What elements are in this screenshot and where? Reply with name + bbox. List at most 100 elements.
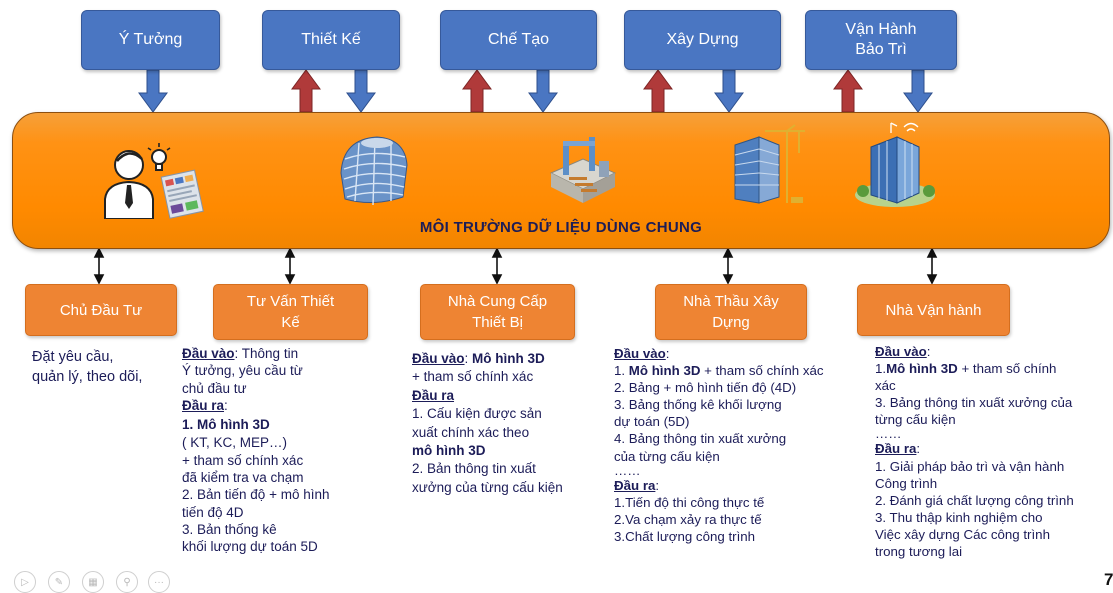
contractor-line: của từng cấu kiện bbox=[614, 448, 720, 464]
input-heading: Đầu vào bbox=[412, 351, 465, 366]
down-arrow-thiet-ke bbox=[346, 69, 376, 113]
consultant-line: đã kiểm tra va chạm bbox=[182, 470, 304, 486]
operator-bold: Mô hình 3D bbox=[886, 361, 958, 377]
pen-icon[interactable]: ✎ bbox=[48, 571, 70, 593]
supplier-line: + tham số chính xác bbox=[412, 369, 534, 385]
operator-line: từng cấu kiện bbox=[875, 412, 956, 428]
phase-construction-label: Xây Dựng bbox=[666, 31, 739, 48]
input-heading: Đầu vào bbox=[182, 346, 235, 361]
operator-output-line: Đầu ra: bbox=[875, 440, 1074, 457]
contractor-line: 4. Bảng thông tin xuất xưởng bbox=[614, 431, 787, 447]
output-heading: Đầu ra bbox=[182, 397, 225, 413]
band-title: MÔI TRƯỜNG DỮ LIỆU DÙNG CHUNG bbox=[419, 219, 703, 236]
supplier-line: xuất chính xác theo bbox=[412, 424, 530, 440]
double-arrow-contractor bbox=[722, 247, 734, 285]
contractor-line: 1. Mô hình 3D + tham số chính xác bbox=[614, 362, 824, 379]
phase-fabrication: Chế Tạo bbox=[440, 10, 597, 70]
up-arrow-van-hanh bbox=[833, 69, 863, 113]
operator-description: Đầu vào: 1.Mô hình 3D + tham số chính xá… bbox=[875, 343, 1074, 560]
output-colon: : bbox=[916, 441, 921, 457]
supplier-line: mô hình 3D bbox=[412, 443, 486, 459]
contractor-input-line: Đầu vào: bbox=[614, 345, 824, 362]
contractor-line: 3.Chất lượng công trình bbox=[614, 528, 756, 544]
owner-line: Đặt yêu cầu, bbox=[32, 349, 114, 365]
operator-line: Việc xây dựng Các công trình bbox=[875, 526, 1050, 542]
output-colon: : bbox=[655, 477, 660, 493]
operator-line: 3. Thu thập kinh nghiệm cho bbox=[875, 509, 1043, 525]
contractor-text: + tham số chính xác bbox=[700, 363, 824, 379]
consultant-description: Đầu vào: Thông tin Ý tưởng, yêu cầu từ c… bbox=[182, 345, 329, 556]
consultant-line: ( KT, KC, MEP…) bbox=[182, 435, 288, 451]
down-arrow-che-tao bbox=[528, 69, 558, 113]
input-bold: Mô hình 3D bbox=[472, 351, 545, 366]
operator-text: 1. bbox=[875, 361, 887, 377]
phase-idea: Ý Tưởng bbox=[81, 10, 220, 70]
consultant-line: 3. Bản thống kê bbox=[182, 521, 277, 537]
contractor-line: 2.Va chạm xảy ra thực tế bbox=[614, 511, 762, 527]
consultant-line: khối lượng dự toán 5D bbox=[182, 539, 318, 555]
stakeholder-contractor: Nhà Thầu Xây Dựng bbox=[655, 284, 807, 340]
output-heading: Đầu ra bbox=[614, 477, 656, 493]
operator-line: 3. Bảng thông tin xuất xưởng của bbox=[875, 395, 1073, 411]
stakeholder-consultant-label: Tư Vấn Thiết Kế bbox=[246, 293, 335, 331]
phase-construction: Xây Dựng bbox=[624, 10, 781, 70]
phase-fabrication-label: Chế Tạo bbox=[487, 31, 550, 48]
stakeholder-owner: Chủ Đầu Tư bbox=[25, 284, 177, 336]
consultant-line: + tham số chính xác bbox=[182, 452, 304, 468]
building-model-icon bbox=[340, 136, 408, 206]
play-icon[interactable]: ▷ bbox=[14, 571, 36, 593]
output-colon: : bbox=[224, 397, 228, 413]
contractor-description: Đầu vào: 1. Mô hình 3D + tham số chính x… bbox=[614, 345, 824, 545]
consultant-input-line: Đầu vào: Thông tin bbox=[182, 345, 329, 362]
phase-idea-label: Ý Tưởng bbox=[118, 31, 183, 48]
more-icon[interactable]: ··· bbox=[148, 571, 170, 593]
factory-icon bbox=[549, 137, 617, 203]
consultant-line: tiến độ 4D bbox=[182, 504, 244, 520]
owner-description: Đặt yêu cầu, quản lý, theo dõi, bbox=[32, 347, 142, 387]
operator-line: …… bbox=[875, 426, 902, 442]
operator-line: Công trình bbox=[875, 475, 938, 491]
input-heading: Đầu vào bbox=[614, 346, 666, 361]
down-arrow-xay-dung bbox=[714, 69, 744, 113]
zoom-icon[interactable]: ⚲ bbox=[116, 571, 138, 593]
input-text: : Thông tin bbox=[234, 346, 299, 361]
page-number: 7 bbox=[1104, 570, 1113, 589]
supplier-description: Đầu vào: Mô hình 3D + tham số chính xác … bbox=[412, 350, 563, 497]
operator-line: 1.Mô hình 3D + tham số chính bbox=[875, 360, 1074, 377]
operator-line: trong tương lai bbox=[875, 544, 963, 560]
supplier-input-line: Đầu vào: Mô hình 3D bbox=[412, 350, 563, 368]
phase-operation-label: Vận Hành Bảo Trì bbox=[845, 21, 917, 58]
slides-icon[interactable]: ▦ bbox=[82, 571, 104, 593]
double-arrow-supplier bbox=[491, 247, 503, 285]
contractor-output-line: Đầu ra: bbox=[614, 477, 824, 494]
supplier-line: 2. Bản thông tin xuất bbox=[412, 461, 536, 477]
double-arrow-consultant bbox=[284, 247, 296, 285]
input-colon: : bbox=[464, 351, 473, 366]
supplier-line: 1. Cấu kiện được sản bbox=[412, 406, 542, 422]
operator-input-line: Đầu vào: bbox=[875, 343, 1074, 360]
owner-line: quản lý, theo dõi, bbox=[32, 369, 143, 385]
supplier-line: xưởng của từng cấu kiện bbox=[412, 479, 563, 495]
down-arrow-y-tuong bbox=[138, 69, 168, 113]
stakeholder-owner-label: Chủ Đầu Tư bbox=[59, 301, 143, 319]
contractor-line: 2. Bảng + mô hình tiến độ (4D) bbox=[614, 380, 797, 396]
operation-building-icon bbox=[855, 122, 935, 207]
up-arrow-thiet-ke bbox=[291, 69, 321, 113]
input-colon: : bbox=[926, 344, 931, 359]
phase-operation: Vận Hành Bảo Trì bbox=[805, 10, 957, 70]
output-heading: Đầu ra bbox=[412, 387, 455, 403]
phase-design-label: Thiết Kế bbox=[301, 31, 361, 48]
contractor-text: 1. bbox=[614, 363, 629, 379]
contractor-line: dự toán (5D) bbox=[614, 414, 690, 430]
consultant-output-line: Đầu ra: bbox=[182, 397, 329, 414]
output-heading: Đầu ra bbox=[875, 441, 917, 457]
double-arrow-owner bbox=[93, 247, 105, 285]
consultant-line: Ý tưởng, yêu cầu từ bbox=[182, 363, 303, 379]
stakeholder-supplier: Nhà Cung Cấp Thiết Bị bbox=[420, 284, 575, 340]
input-colon: : bbox=[665, 346, 670, 361]
consultant-item: 1. Mô hình 3D bbox=[182, 417, 270, 433]
owner-idea-icon bbox=[104, 143, 204, 219]
stakeholder-contractor-label: Nhà Thầu Xây Dựng bbox=[683, 293, 779, 331]
construction-crane-icon bbox=[734, 124, 805, 204]
